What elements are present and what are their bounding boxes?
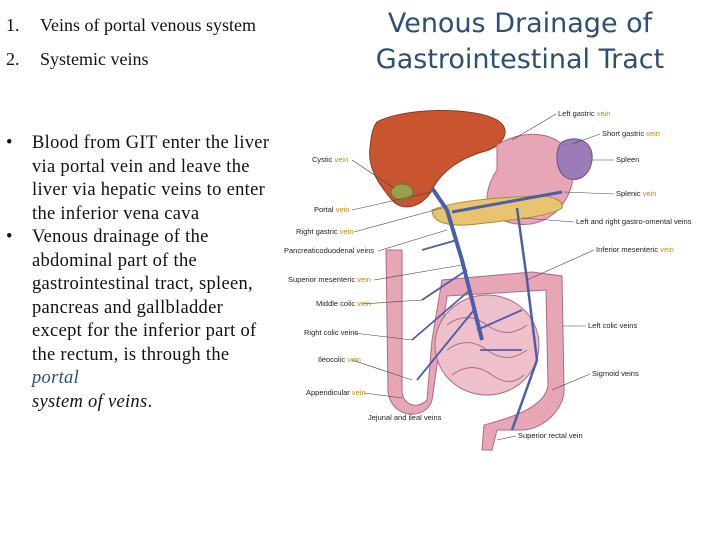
label-splenic-vein: Splenic vein	[616, 189, 656, 198]
label-right-gastric-vein: Right gastric vein	[296, 227, 354, 236]
emphasis-portal: portal	[32, 368, 80, 388]
label-left-gastric-vein: Left gastric vein	[558, 109, 611, 118]
right-labels: Left gastric vein Short gastric vein Spl…	[518, 109, 692, 440]
label-inferior-mesenteric-vein: Inferior mesenteric vein	[596, 245, 674, 254]
list-text: Veins of portal venous system	[40, 15, 256, 35]
mesenteric-branches	[411, 239, 523, 381]
label-short-gastric-vein: Short gastric vein	[602, 129, 660, 138]
list-item: 2. Systemic veins	[6, 48, 276, 70]
label-right-colic-veins: Right colic veins	[304, 328, 358, 337]
label-gastro-omental-veins: Left and right gastro-omental veins	[576, 217, 692, 226]
leader-lines	[351, 113, 615, 441]
bullet-marker: •	[6, 133, 13, 153]
label-ileocolic-vein: Ileocolic vein	[318, 355, 361, 364]
label-middle-colic-vein: Middle colic vein	[316, 299, 371, 308]
label-pancreaticoduodenal-veins: Pancreaticoduodenal veins	[284, 246, 374, 255]
bullet-item: • Venous drainage of the abdominal part …	[6, 226, 278, 414]
portal-vein	[430, 186, 484, 341]
bullet-text: Blood from GIT enter the liver via porta…	[32, 133, 270, 224]
slide-title: Venous Drainage of Gastrointestinal Trac…	[360, 6, 680, 78]
label-superior-mesenteric-vein: Superior mesenteric vein	[288, 275, 371, 284]
inferior-mesenteric-vein	[510, 207, 539, 431]
bullet-end: .	[147, 391, 153, 412]
list-item: 1. Veins of portal venous system	[6, 14, 276, 36]
label-jejunal-ileal-veins: Jejunal and ileal veins	[368, 413, 442, 422]
splenic-vein	[451, 190, 563, 214]
gallbladder-shape	[390, 183, 414, 201]
label-superior-rectal-vein: Superior rectal vein	[518, 431, 583, 440]
list-text: Systemic veins	[40, 49, 149, 69]
bullet-marker: •	[6, 227, 13, 247]
label-sigmoid-veins: Sigmoid veins	[592, 369, 639, 378]
small-intestine-shape	[434, 294, 540, 396]
colon-shape	[385, 249, 565, 451]
left-labels: Cystic vein Portal vein Right gastric ve…	[284, 155, 442, 422]
label-left-colic-veins: Left colic veins	[588, 321, 637, 330]
liver-shape	[369, 110, 506, 208]
bullet-list: • Blood from GIT enter the liver via por…	[6, 132, 278, 414]
bullet-text: Venous drainage of the abdominal part of…	[32, 227, 257, 365]
list-number: 2.	[6, 49, 20, 69]
label-portal-vein: Portal vein	[314, 205, 349, 214]
label-cystic-vein: Cystic vein	[312, 155, 348, 164]
label-spleen: Spleen	[616, 155, 639, 164]
bullet-item: • Blood from GIT enter the liver via por…	[6, 132, 278, 226]
pancreas-shape	[431, 195, 563, 226]
label-appendicular-vein: Appendicular vein	[306, 388, 366, 397]
list-number: 1.	[6, 15, 20, 35]
numbered-list: 1. Veins of portal venous system 2. Syst…	[6, 14, 276, 82]
title-line-1: Venous Drainage of	[387, 8, 653, 39]
spleen-shape	[556, 138, 593, 180]
title-line-2: Gastrointestinal Tract	[375, 44, 665, 75]
emphasis-system-of-veins: system of veins	[32, 391, 148, 412]
portal-venous-diagram: Cystic vein Portal vein Right gastric ve…	[284, 109, 692, 451]
